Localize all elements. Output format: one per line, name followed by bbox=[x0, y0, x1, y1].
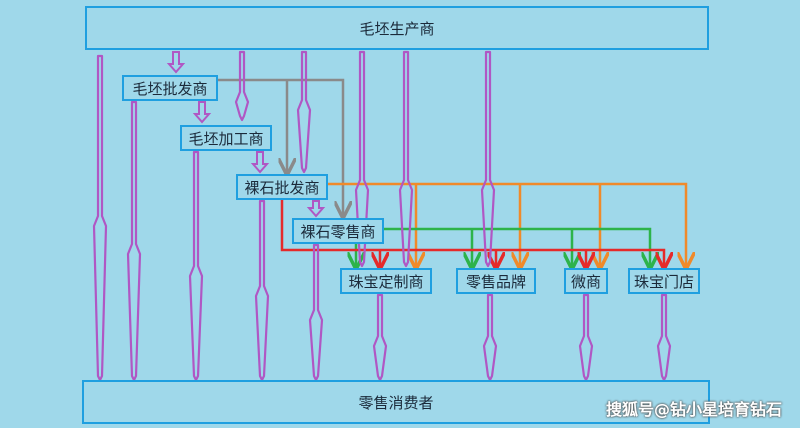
node-rough-processor: 毛坯加工商 bbox=[180, 125, 272, 151]
purple-flow-arrow bbox=[254, 199, 270, 382]
purple-flow-arrow bbox=[188, 150, 204, 382]
node-producer: 毛坯生产商 bbox=[85, 6, 709, 50]
purple-flow-arrow bbox=[656, 293, 672, 382]
purple-flow-arrow bbox=[308, 243, 324, 382]
purple-hollow-arrow bbox=[306, 200, 326, 218]
node-retail-brand: 零售品牌 bbox=[456, 268, 536, 294]
orange-connectors bbox=[326, 182, 686, 266]
node-rough-wholesaler: 毛坯批发商 bbox=[122, 75, 218, 101]
node-jewelry-store: 珠宝门店 bbox=[628, 268, 700, 294]
purple-flow-arrow bbox=[482, 293, 498, 382]
purple-hollow-arrow bbox=[166, 51, 186, 74]
gray-connectors bbox=[215, 78, 343, 215]
node-micro-merchant: 微商 bbox=[564, 268, 608, 294]
purple-flows bbox=[92, 50, 672, 382]
purple-flow-arrow bbox=[126, 100, 142, 382]
purple-flow-arrow bbox=[354, 50, 370, 268]
purple-flow-arrow bbox=[398, 50, 414, 268]
purple-flow-arrow bbox=[296, 50, 312, 174]
purple-hollow-arrow bbox=[192, 101, 212, 124]
node-custom-jeweler: 珠宝定制商 bbox=[340, 268, 432, 294]
node-bare-wholesaler: 裸石批发商 bbox=[236, 174, 328, 200]
red-connectors bbox=[280, 196, 664, 266]
purple-hollow-arrow bbox=[250, 151, 270, 174]
green-connectors bbox=[356, 227, 650, 266]
node-bare-retailer: 裸石零售商 bbox=[292, 218, 384, 244]
purple-flow-arrow bbox=[578, 293, 594, 382]
purple-flow-arrow bbox=[480, 50, 496, 268]
watermark: 搜狐号@钻小星培育钻石 bbox=[605, 400, 782, 419]
node-consumer: 零售消费者 bbox=[82, 380, 710, 424]
purple-flow-arrow bbox=[234, 50, 250, 122]
purple-flow-arrow bbox=[92, 54, 108, 382]
purple-flow-arrow bbox=[372, 293, 388, 382]
